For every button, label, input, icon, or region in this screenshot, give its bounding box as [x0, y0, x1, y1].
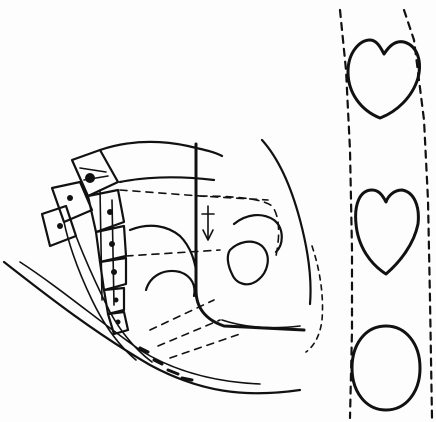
sacral-cavity: [130, 226, 196, 270]
sagittal-pelvis-section: [4, 140, 323, 393]
pubic-symphysis: [228, 242, 268, 285]
ischial-curve: [146, 271, 194, 296]
pubic-ramus: [234, 215, 282, 252]
pelvic-plane-5: [170, 334, 240, 358]
uterus-outline: [200, 196, 279, 256]
head-outline-2: [356, 190, 419, 274]
pelvic-plane-2: [126, 250, 220, 256]
pelvic-plane-4: [158, 320, 220, 346]
iliac-crest: [100, 142, 222, 156]
strip-left-border: [340, 10, 352, 418]
axis-line: [196, 144, 304, 330]
iliac-upper-curve: [120, 177, 214, 182]
fetal-head-outline-strip: [340, 10, 432, 418]
head-outline-1: [348, 40, 419, 118]
body-outline-inner: [20, 262, 260, 384]
abdominal-wall: [262, 140, 311, 304]
head-outline-3: [352, 326, 420, 410]
